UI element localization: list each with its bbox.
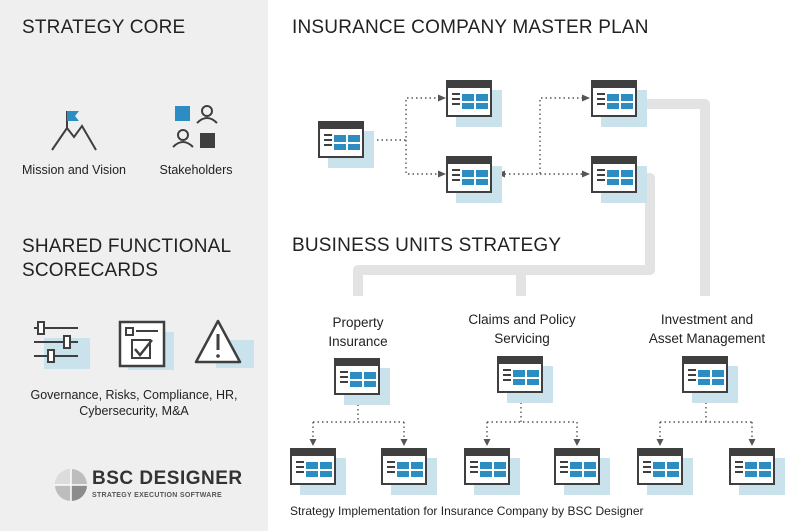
dotted-left-to-bottom — [405, 140, 440, 175]
scorecard-icon — [446, 156, 492, 193]
master-plan-title: INSURANCE COMPANY MASTER PLAN — [292, 17, 649, 38]
master-plan-card-top — [446, 80, 504, 128]
scorecard-icon — [446, 80, 492, 117]
dotted-investment-tree — [659, 398, 753, 440]
master-plan-card-main — [318, 121, 376, 169]
subunit-card-claims-1 — [464, 448, 522, 496]
scorecard-icon — [464, 448, 510, 485]
unit-caption-line2: Asset Management — [648, 331, 766, 346]
unit-caption-line1: Claims and Policy — [468, 312, 576, 327]
arrowhead-bottomright — [582, 170, 590, 178]
scorecard-icon — [334, 358, 380, 395]
footer-caption: Strategy Implementation for Insurance Co… — [290, 504, 644, 518]
unit-caption-line1: Property — [332, 315, 384, 330]
arrowhead-bottom — [438, 170, 446, 178]
scorecard-icon — [591, 80, 637, 117]
scorecard-icon — [290, 448, 336, 485]
unit-caption-line2: Insurance — [328, 334, 388, 349]
warning-icon — [194, 319, 254, 368]
mission-vision-label: Mission and Vision — [22, 163, 126, 177]
logo-name: BSC DESIGNER — [92, 468, 243, 489]
master-plan-card-top-right — [591, 80, 649, 128]
shared-scorecards-title-line1: SHARED FUNCTIONAL — [22, 236, 232, 257]
functions-label-line1: Governance, Risks, Compliance, HR, — [30, 388, 238, 402]
scorecard-icon — [554, 448, 600, 485]
scorecard-icon — [497, 356, 543, 393]
bsc-designer-logo-icon — [55, 469, 87, 501]
scorecard-icon — [381, 448, 427, 485]
subunit-card-property-2 — [381, 448, 439, 496]
strategy-core-title: STRATEGY CORE — [22, 17, 186, 38]
scorecard-icon — [729, 448, 775, 485]
unit-caption-claims: Claims and Policy Servicing — [456, 310, 588, 348]
scorecard-icon — [637, 448, 683, 485]
unit-caption-investment: Investment and Asset Management — [632, 310, 782, 348]
master-plan-card-bottom-right — [591, 156, 649, 204]
arrowhead-investment-right — [748, 439, 756, 446]
subunit-card-claims-2 — [554, 448, 612, 496]
stakeholders-label: Stakeholders — [159, 163, 233, 177]
arrowhead-property-left — [309, 439, 317, 446]
arrowhead-claims-right — [573, 439, 581, 446]
arrowhead-claims-left — [483, 439, 491, 446]
checklist-icon — [118, 320, 174, 370]
arrowhead-top — [438, 94, 446, 102]
unit-caption-property: Property Insurance — [296, 313, 420, 351]
mountain-flag-icon — [51, 111, 97, 151]
left-panel — [0, 0, 268, 531]
dotted-center-to-topright — [500, 97, 584, 175]
dotted-connectors — [312, 97, 753, 440]
unit-caption-line2: Servicing — [494, 331, 550, 346]
unit-card-claims — [497, 356, 555, 404]
thick-connectors — [353, 99, 710, 296]
arrowhead-property-right — [400, 439, 408, 446]
arrowhead-topright — [582, 94, 590, 102]
unit-caption-line1: Investment and — [660, 312, 754, 327]
dotted-property-tree — [312, 400, 405, 440]
dotted-left-to-top — [368, 97, 440, 141]
connector-master-to-investment — [640, 99, 710, 296]
stakeholders-icon — [172, 105, 218, 148]
subunit-card-investment-1 — [637, 448, 695, 496]
logo-tagline: STRATEGY EXECUTION SOFTWARE — [92, 492, 222, 499]
unit-card-investment — [682, 356, 740, 404]
dotted-claims-tree — [486, 398, 578, 440]
connector-master-to-property — [353, 173, 655, 296]
subunit-card-investment-2 — [729, 448, 787, 496]
master-plan-card-center — [446, 156, 504, 204]
scorecard-icon — [318, 121, 364, 158]
scorecard-icon — [682, 356, 728, 393]
unit-card-property — [334, 358, 392, 406]
functions-label-line2: Cybersecurity, M&A — [79, 404, 189, 418]
scorecard-icon — [591, 156, 637, 193]
shared-scorecards-title-line2: SCORECARDS — [22, 260, 159, 281]
subunit-card-property-1 — [290, 448, 348, 496]
business-units-title: BUSINESS UNITS STRATEGY — [292, 235, 562, 256]
arrowhead-investment-left — [656, 439, 664, 446]
sliders-icon — [34, 321, 90, 369]
